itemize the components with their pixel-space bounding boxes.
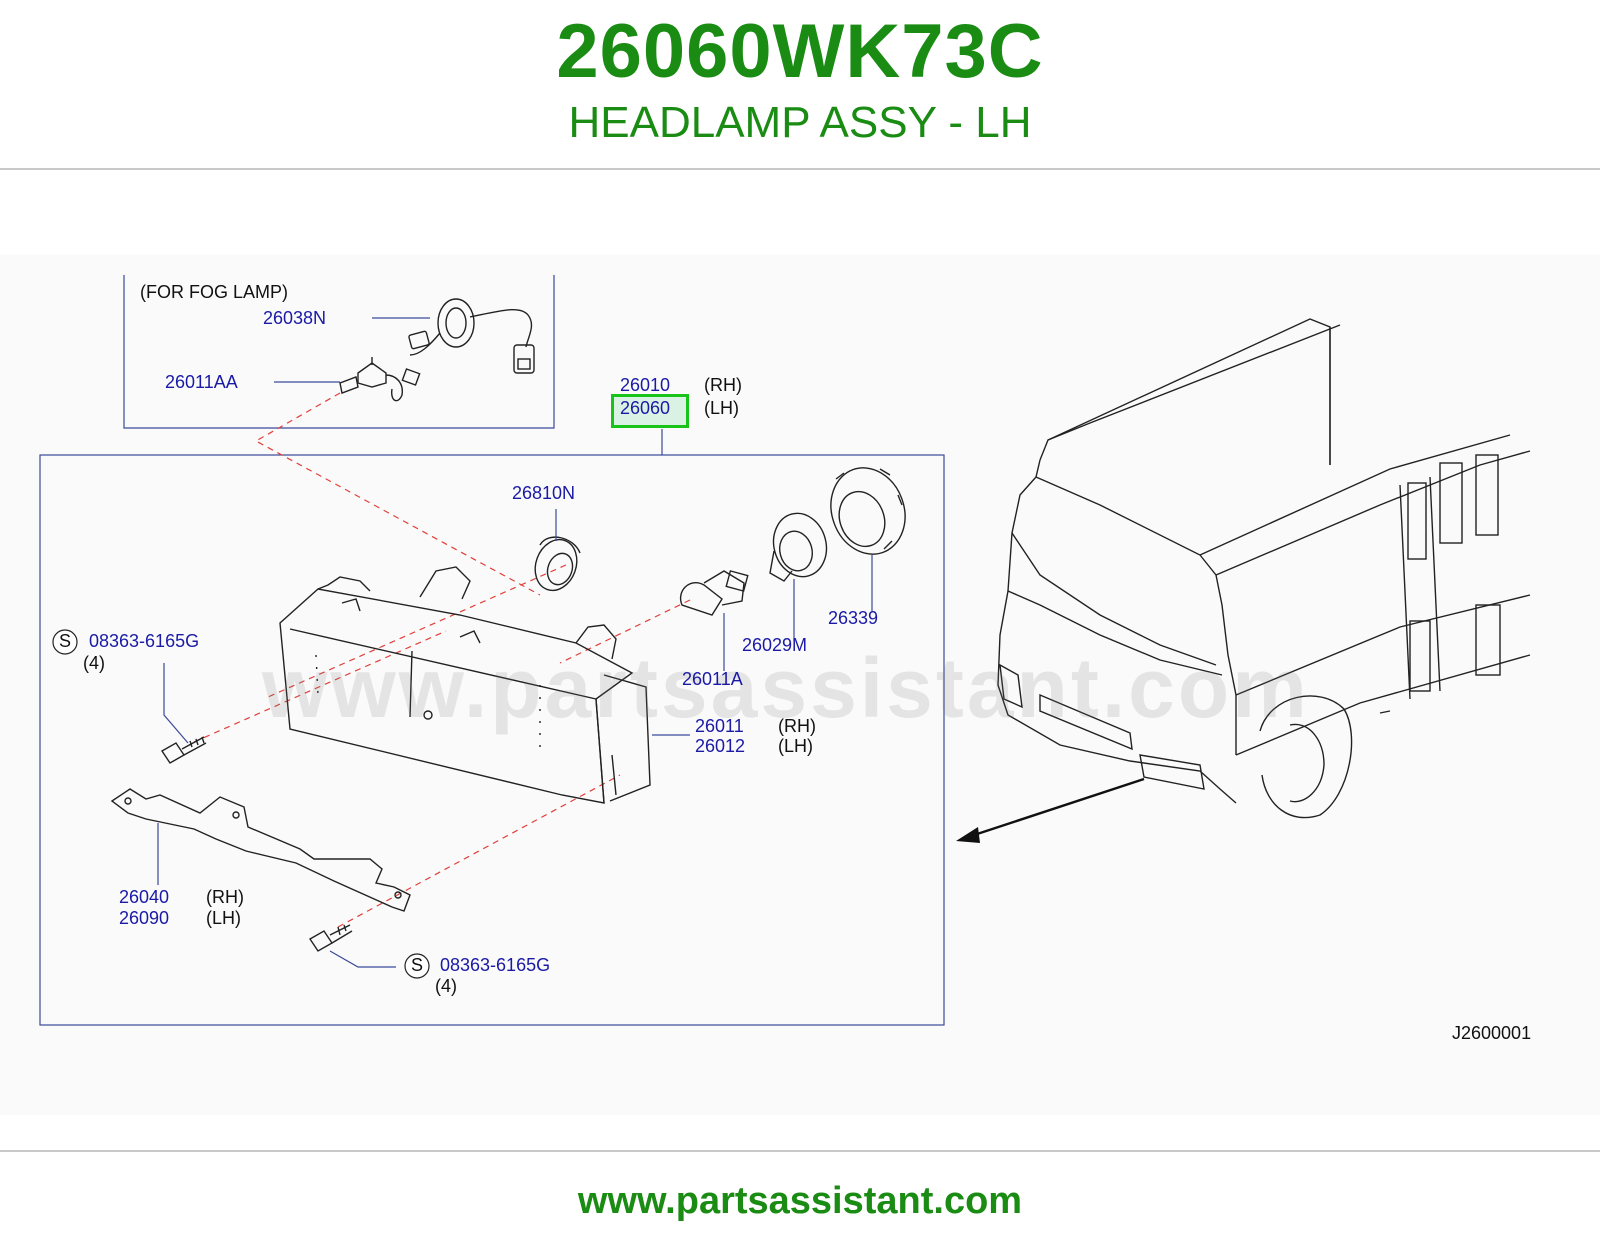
part-label-screw-top[interactable]: 08363-6165G	[89, 631, 200, 651]
watermark: www.partsassistant.com	[262, 641, 1310, 735]
fog-lamp-inset-frame	[123, 275, 555, 429]
headlamp-housing-sketch	[279, 566, 651, 804]
bracket-sketch	[110, 788, 411, 912]
van-sketch	[997, 318, 1531, 819]
leader-screw-bottom	[329, 950, 396, 968]
fog-lamp-socket-sketch	[339, 298, 535, 402]
rh-note-26011: (RH)	[778, 716, 816, 736]
part-label-26038N[interactable]: 26038N	[263, 308, 327, 328]
rh-note-26040: (RH)	[206, 887, 244, 907]
part-label-26339[interactable]: 26339	[828, 608, 879, 628]
part-label-screw-bottom[interactable]: 08363-6165G	[440, 955, 551, 975]
screw-top-sketch	[161, 736, 207, 764]
lh-note-26090: (LH)	[206, 908, 241, 928]
cap-26339-sketch	[830, 467, 906, 555]
part-label-26011A[interactable]: 26011A	[682, 669, 743, 689]
parts-diagram: www.partsassistant.com (FOR FOG LAMP) 26…	[0, 255, 1600, 1115]
diagram-ref-code: J2600001	[1452, 1023, 1532, 1043]
s-mark-top: S	[59, 631, 72, 651]
footer-url-link[interactable]: www.partsassistant.com	[577, 1180, 1023, 1222]
part-label-26012[interactable]: 26012	[695, 736, 746, 756]
rh-note-26010: (RH)	[704, 375, 742, 395]
parts-diagram-drawing	[39, 275, 1531, 1026]
part-label-26029M[interactable]: 26029M	[742, 635, 808, 655]
headlamp-assembly-frame	[39, 454, 945, 1026]
lh-note-26060: (LH)	[704, 398, 739, 418]
footer-divider	[0, 1150, 1600, 1152]
screw-bottom-sketch	[309, 924, 353, 952]
grommet-26810N-sketch	[534, 536, 581, 592]
alignment-dashed-lines	[193, 392, 691, 928]
leader-screw-top	[163, 663, 189, 744]
header-divider	[0, 168, 1600, 170]
s-mark-circle-bottom	[404, 953, 430, 979]
qty-screw-bottom: (4)	[435, 976, 457, 996]
location-arrow	[956, 777, 1145, 843]
part-label-26810N[interactable]: 26810N	[512, 483, 576, 503]
socket-26029M-sketch	[769, 512, 828, 582]
part-label-26011AA[interactable]: 26011AA	[165, 372, 238, 392]
part-label-26040[interactable]: 26040	[119, 887, 170, 907]
highlight-box-26060	[611, 394, 689, 428]
qty-screw-top: (4)	[83, 653, 105, 673]
lh-note-26012: (LH)	[778, 736, 813, 756]
part-label-26090[interactable]: 26090	[119, 908, 170, 928]
s-mark-circle-top	[52, 629, 78, 655]
fog-lamp-inset-title: (FOR FOG LAMP)	[140, 282, 288, 302]
s-mark-bottom: S	[411, 955, 424, 975]
part-label-26010[interactable]: 26010	[620, 375, 671, 395]
part-label-26060-highlighted[interactable]: 26060	[620, 398, 671, 418]
part-number-title: 26060WK73C	[556, 9, 1044, 94]
part-name-subtitle: HEADLAMP ASSY - LH	[568, 98, 1032, 147]
bulb-26011A-sketch	[679, 570, 749, 616]
part-label-26011[interactable]: 26011	[695, 716, 744, 736]
